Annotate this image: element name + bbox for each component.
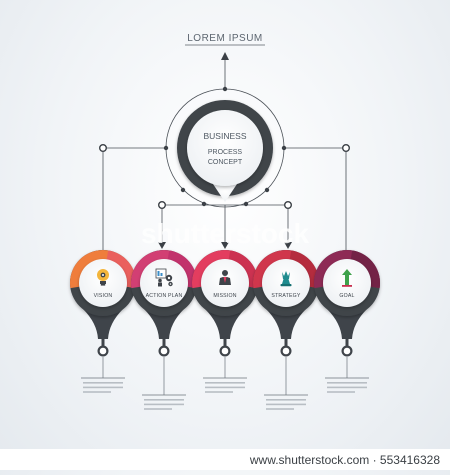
step-description-line xyxy=(83,382,123,384)
step-tail xyxy=(83,309,123,339)
step-node: STRATEGY xyxy=(253,249,319,410)
step-description-line xyxy=(205,382,245,384)
connector-nodes xyxy=(98,143,351,209)
step-tail xyxy=(266,309,306,339)
step-description-line xyxy=(144,408,172,410)
step-tail-knob xyxy=(219,345,231,357)
step-tail-knob xyxy=(341,345,353,357)
step-node: ACTION PLAN xyxy=(131,249,197,410)
step-tail xyxy=(327,309,367,339)
step-tail-knob xyxy=(280,345,292,357)
center-hub: BUSINESS PROCESS CONCEPT xyxy=(163,86,287,208)
step-description-line xyxy=(327,382,367,384)
step-tail xyxy=(144,309,184,339)
arrow-up-icon xyxy=(221,52,229,60)
step-description-line xyxy=(327,386,367,389)
top-connectors xyxy=(102,147,347,258)
hub-line-business: BUSINESS xyxy=(204,131,247,141)
businessman-icon xyxy=(219,270,231,285)
step-description-line xyxy=(327,391,355,393)
step-description-block xyxy=(83,382,123,393)
lightbulb-icon xyxy=(97,269,109,286)
flag-arrow-icon xyxy=(342,269,352,287)
hub-white-disc xyxy=(187,110,263,186)
step-description-line xyxy=(205,391,233,393)
step-node: MISSION xyxy=(192,249,258,393)
footer-svg: www.shutterstock.com · 553416328 xyxy=(249,453,440,467)
step-node: VISION xyxy=(70,249,136,393)
step-label: VISION xyxy=(94,293,113,299)
hub-ring-dots xyxy=(163,86,287,207)
step-label: STRATEGY xyxy=(271,293,301,299)
step-tail-knob xyxy=(158,345,170,357)
step-tail xyxy=(205,309,245,339)
step-label: MISSION xyxy=(213,293,236,299)
step-description-line xyxy=(205,386,245,389)
presentation-icon xyxy=(155,268,173,287)
step-label: ACTION PLAN xyxy=(146,293,183,299)
steps-layer: VISION ACTION PLAN MISSION STRATEGY GOAL xyxy=(70,249,380,410)
footer-credit: www.shutterstock.com · 553416328 xyxy=(249,453,440,467)
step-description-line xyxy=(83,386,123,389)
step-description-line xyxy=(266,408,294,410)
hub-line-process: PROCESS xyxy=(208,149,243,156)
step-description-block xyxy=(327,382,367,393)
chess-queen-icon xyxy=(280,271,292,287)
step-white-disc xyxy=(140,259,188,307)
step-description-block xyxy=(205,382,245,393)
step-description-line xyxy=(144,403,184,406)
step-label: GOAL xyxy=(339,293,354,299)
step-description-line xyxy=(266,403,306,406)
step-description-block xyxy=(144,399,184,410)
footer-bar: www.shutterstock.com · 553416328 xyxy=(0,449,450,470)
step-description-line xyxy=(144,399,184,401)
step-node: GOAL xyxy=(314,249,380,393)
step-description-line xyxy=(266,399,306,401)
step-description-line xyxy=(83,391,111,393)
watermark-text: shutterstock xyxy=(141,218,309,249)
hub-pointer xyxy=(213,184,237,202)
hub-line-concept: CONCEPT xyxy=(208,159,243,166)
step-tail-knob xyxy=(97,345,109,357)
diagram-title: LOREM IPSUM xyxy=(187,33,263,44)
step-description-block xyxy=(266,399,306,410)
